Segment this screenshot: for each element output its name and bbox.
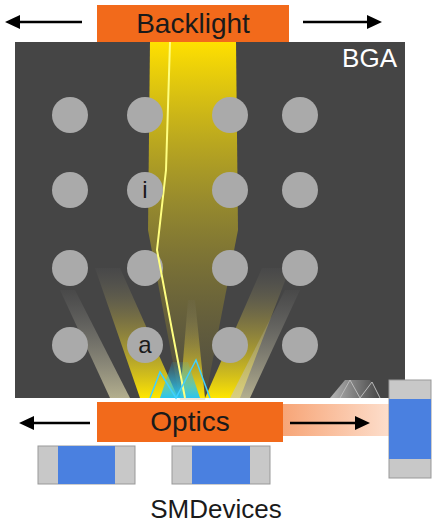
sm-device	[172, 446, 270, 484]
solder-ball: i	[127, 172, 163, 208]
bga-package: BGA i a	[15, 42, 405, 398]
side-light	[330, 380, 380, 398]
solder-balls	[52, 97, 318, 363]
sm-device	[389, 380, 431, 478]
part-label: BGA	[342, 45, 397, 71]
sm-device	[38, 446, 135, 484]
part-label: Backlight	[136, 10, 250, 38]
optics-box: Optics	[97, 402, 283, 442]
part-label: Optics	[150, 408, 229, 436]
ball-label: a	[138, 333, 151, 357]
ball-label: i	[142, 178, 147, 202]
light-ray	[340, 380, 380, 398]
solder-ball: a	[127, 327, 163, 363]
caption-label: SMDevices	[150, 496, 281, 522]
light-ray	[150, 360, 210, 398]
backlight-box: Backlight	[97, 5, 289, 42]
optics-extension	[283, 404, 393, 436]
